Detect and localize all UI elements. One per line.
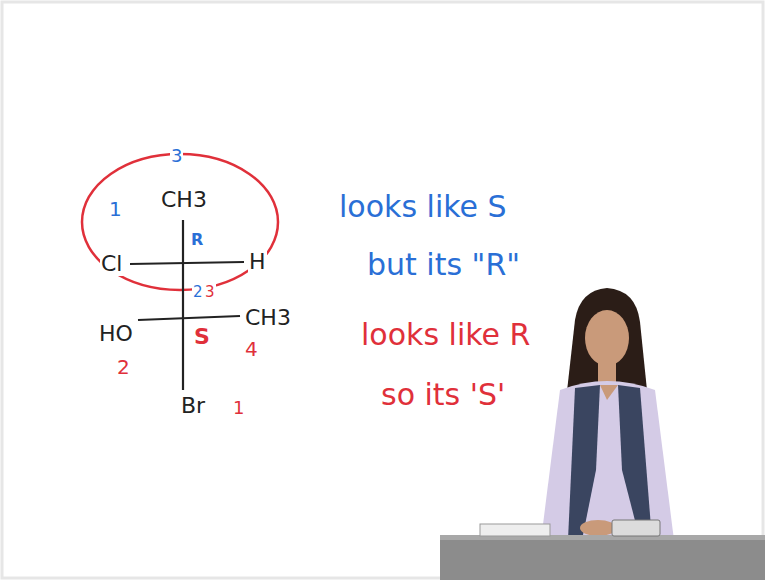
group-label: Cl: [100, 252, 123, 276]
priority-number: 2: [116, 356, 131, 378]
priority-number: 1: [232, 398, 245, 418]
configuration-label: R: [190, 231, 204, 249]
priority-number: 3: [170, 146, 183, 166]
priority-number: 3: [204, 284, 216, 301]
vertical-bond: [182, 220, 184, 390]
group-label: H: [248, 250, 267, 274]
group-label: CH3: [160, 188, 208, 212]
priority-number: 1: [108, 198, 123, 220]
presenter: [540, 288, 675, 548]
configuration-label: S: [193, 325, 211, 349]
group-label: Br: [180, 394, 206, 418]
paper: [480, 524, 550, 536]
note: so its 'S': [380, 378, 506, 411]
horizontal-bond: [130, 262, 244, 264]
priority-number: 2: [192, 284, 204, 301]
note: looks like R: [360, 318, 531, 351]
note: but its "R": [366, 248, 521, 281]
desk: [440, 535, 765, 580]
note: looks like S: [338, 190, 508, 223]
horizontal-bond: [138, 316, 240, 320]
priority-number: 4: [244, 338, 259, 360]
group-label: CH3: [244, 306, 292, 330]
highlight-ellipse: [82, 154, 278, 290]
tablet: [612, 520, 660, 536]
group-label: HO: [98, 322, 134, 346]
